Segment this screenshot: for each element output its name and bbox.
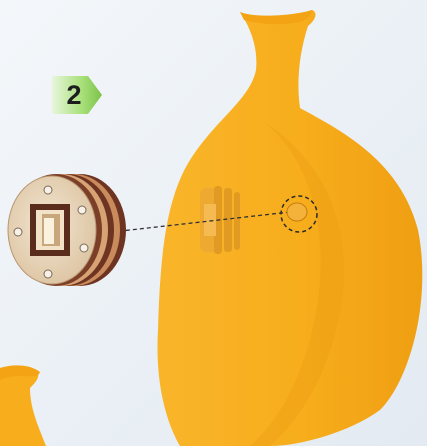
balloon-icon bbox=[0, 365, 46, 446]
valve-disk-icon bbox=[8, 174, 126, 286]
step-number: 2 bbox=[52, 76, 96, 114]
balloon-icon bbox=[157, 10, 422, 446]
